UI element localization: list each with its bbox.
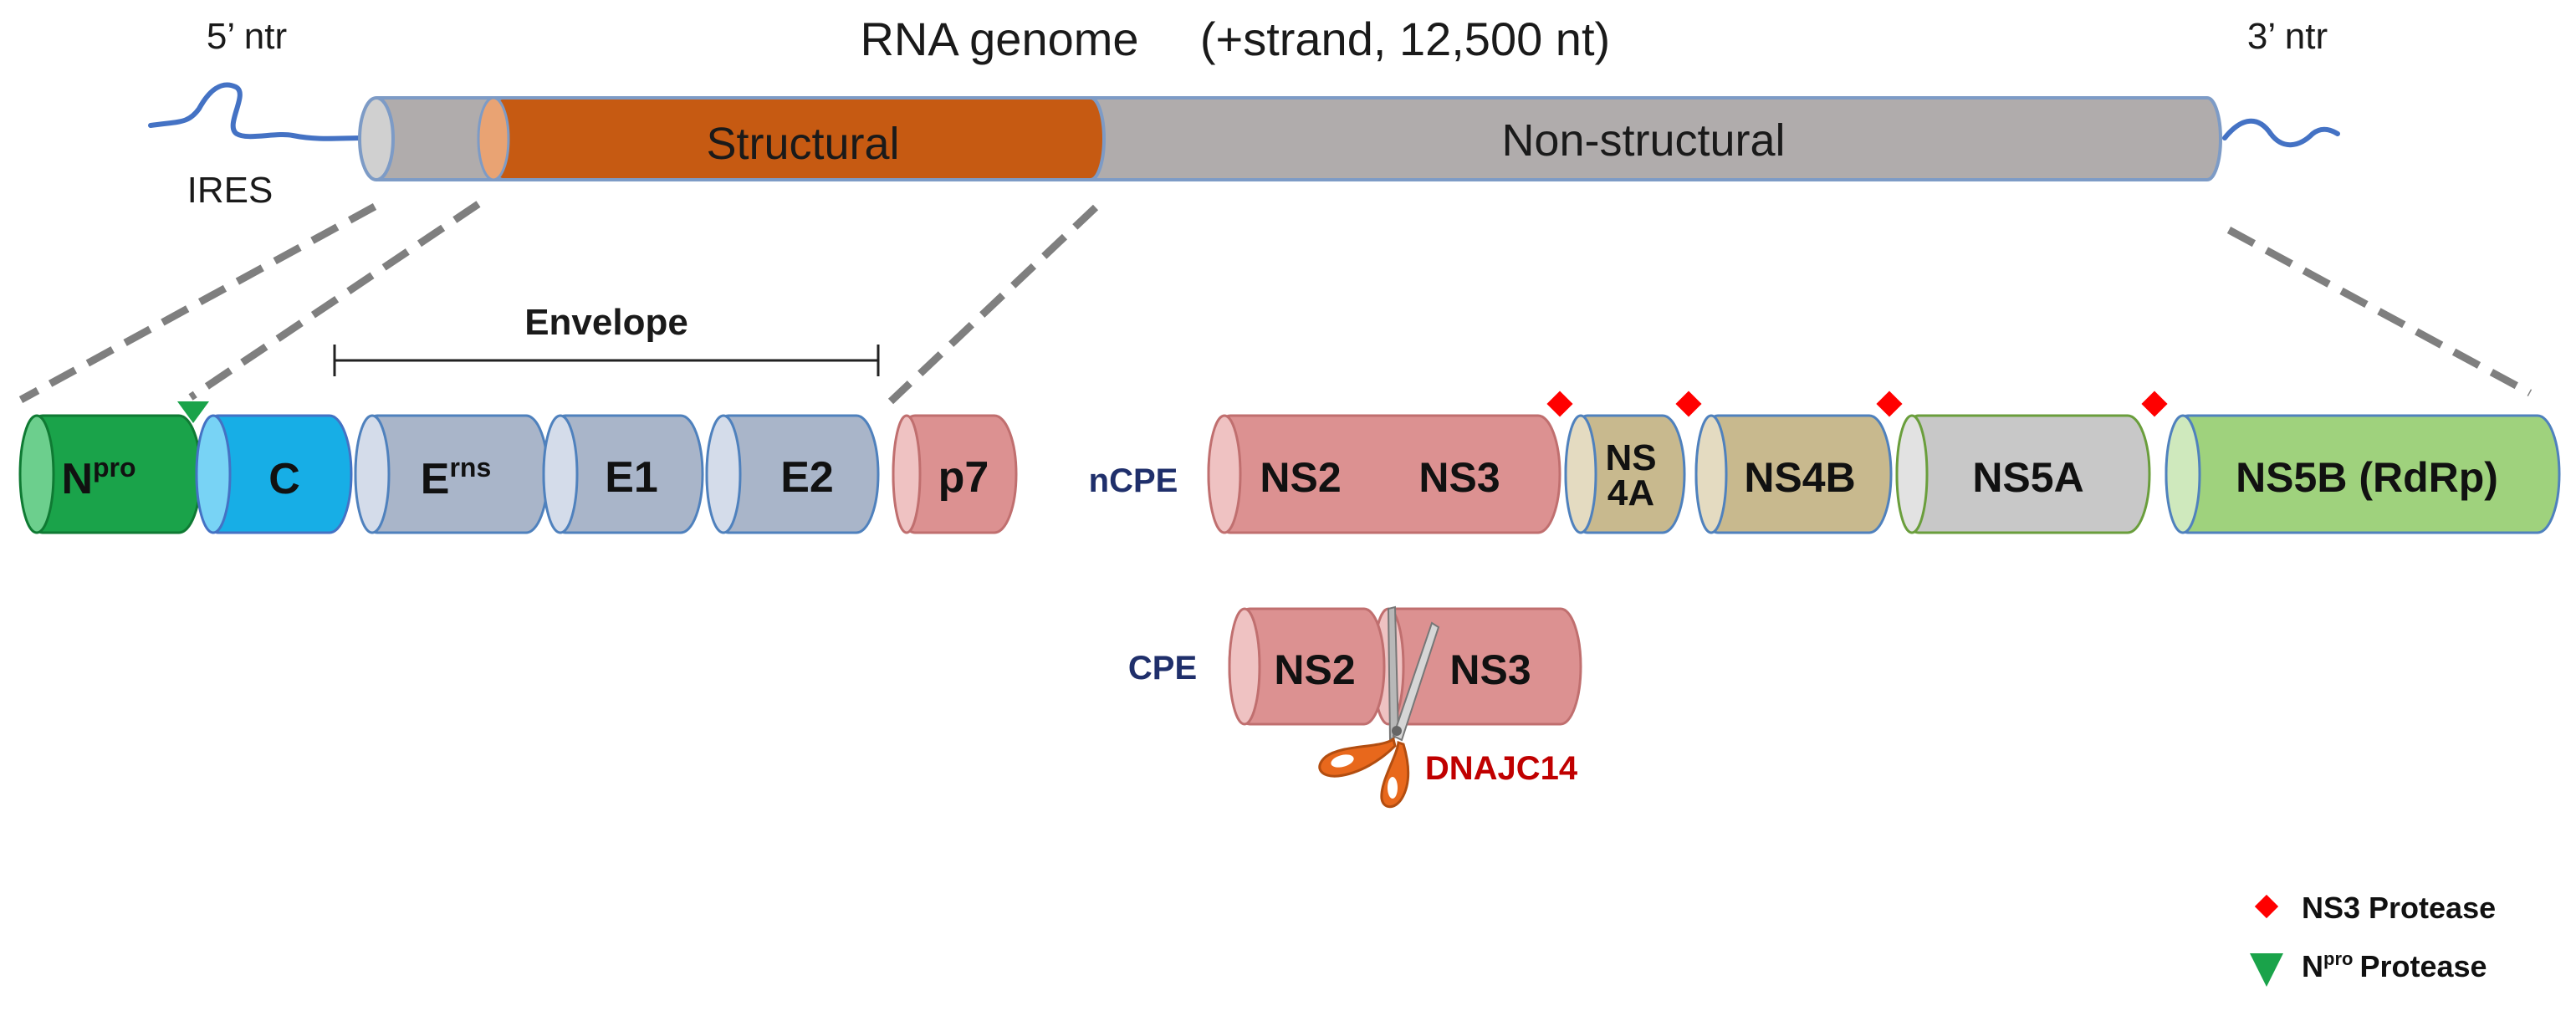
npro-protease-marker — [177, 401, 209, 423]
e2-label: E2 — [780, 453, 834, 502]
ns2-ns3-left-cap — [1207, 414, 1242, 534]
five-ntr-label: 5’ ntr — [207, 16, 287, 57]
ns5b-label: NS5B (RdRp) — [2236, 454, 2498, 501]
structural-proteins: Npro C Erns E1 E2 p7 — [18, 401, 1018, 534]
ns5b-left-cap — [2165, 414, 2201, 534]
connector-line-1 — [18, 203, 377, 403]
legend-npro-superscript: pro — [2323, 948, 2353, 969]
three-ntr-label: 3’ ntr — [2247, 16, 2328, 57]
ns5a-label: NS5A — [1972, 454, 2083, 501]
connector-line-3 — [887, 204, 1099, 405]
scissors-handle-right-hole — [1388, 777, 1398, 799]
cpe-label: CPE — [1128, 650, 1197, 687]
ns3-label: NS3 — [1418, 454, 1500, 501]
npro-left-cap — [18, 414, 55, 534]
e1-label: E1 — [605, 453, 658, 502]
scissors-handle-left — [1318, 737, 1397, 778]
scissors-handle-left-hole — [1331, 754, 1354, 768]
e2-left-cap — [705, 414, 742, 534]
five-ntr-squiggle — [148, 82, 366, 141]
nonstructural-label: Non-structural — [1501, 115, 1785, 166]
ns4a-label-line1: NS — [1605, 437, 1656, 478]
genome-title: RNA genome — [860, 13, 1138, 65]
cpe-ns2-label: NS2 — [1274, 646, 1355, 693]
ncpe-label: nCPE — [1089, 462, 1178, 499]
cpe-proteins: NS2 NS3 — [1228, 607, 1582, 726]
legend-npro-marker — [2250, 953, 2283, 987]
three-ntr-squiggle — [2222, 118, 2340, 148]
npro-label-superscript: pro — [93, 452, 136, 483]
e1-left-cap — [542, 414, 579, 534]
envelope-label: Envelope — [524, 302, 688, 343]
ns4a-left-cap — [1564, 414, 1597, 534]
structural-left-cap — [477, 96, 510, 181]
zoom-connectors — [18, 201, 2533, 405]
ns3-protease-marker-3 — [1876, 391, 1903, 417]
genome-left-cap — [358, 96, 395, 181]
scissors-pivot — [1392, 726, 1402, 736]
connector-line-2 — [188, 201, 481, 401]
ns4b-label: NS4B — [1744, 454, 1855, 501]
structural-label: Structural — [706, 119, 899, 169]
erns-left-cap — [354, 414, 391, 534]
cpe-ns2-left-cap — [1228, 607, 1261, 726]
dnajc14-label: DNAJC14 — [1425, 750, 1578, 787]
ns5a-left-cap — [1895, 414, 1929, 534]
genome-section: RNA genome (+strand, 12,500 nt) 5’ ntr 3… — [148, 13, 2340, 211]
legend-ns3-protease: NS3 Protease — [2302, 891, 2496, 925]
ns3-protease-marker-1 — [1546, 391, 1573, 417]
nonstructural-proteins: NS2 NS3 NS 4A NS4B NS5A NS5B (RdRp) — [1207, 391, 2561, 534]
capsid-label: C — [268, 455, 300, 503]
p7-left-cap — [892, 414, 922, 534]
genome-subtitle: (+strand, 12,500 nt) — [1200, 13, 1610, 65]
scissors-icon — [1318, 605, 1440, 809]
envelope-bracket — [333, 345, 880, 376]
connector-line-4 — [2226, 227, 2533, 396]
cpe-ns3-label: NS3 — [1449, 646, 1531, 693]
erns-label-superscript: rns — [449, 452, 491, 483]
capsid-left-cap — [195, 414, 232, 534]
scissors-blade-right — [1392, 621, 1440, 742]
ns4b-left-cap — [1694, 414, 1728, 534]
ns3-protease-marker-2 — [1675, 391, 1702, 417]
ns2-label: NS2 — [1260, 454, 1341, 501]
erns-label: Erns — [421, 452, 491, 503]
ns4a-label-line2: 4A — [1607, 472, 1654, 513]
ns3-protease-marker-4 — [2141, 391, 2168, 417]
ires-label: IRES — [187, 170, 273, 211]
legend-ns3-marker — [2254, 894, 2279, 919]
npro-label: Npro — [61, 452, 135, 503]
p7-label: p7 — [938, 453, 989, 502]
